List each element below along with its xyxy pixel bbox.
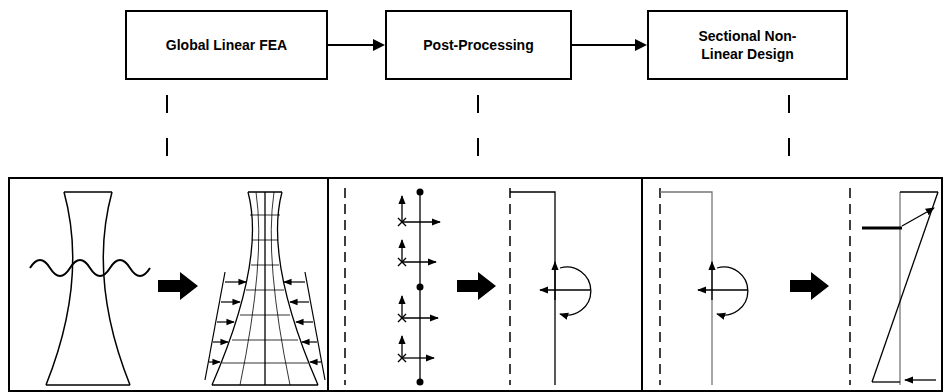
flow-arrow [572,39,647,51]
step-arrow [158,272,198,300]
element-figure [345,188,440,385]
tower-figure [30,192,150,385]
flow-arrow [328,39,385,51]
box-label: Sectional Non-Linear Design [680,27,815,63]
panels [9,178,942,391]
process-box: Global Linear FEA [125,10,328,80]
pressure-load [205,272,325,380]
meshed-tower [212,192,318,385]
process-box: Sectional Non-Linear Design [647,10,848,80]
box-label: Post-Processing [423,36,533,54]
leader-marks [167,95,789,156]
section-design [660,188,748,385]
section-forces [510,188,591,385]
box-label: Global Linear FEA [166,36,287,54]
element-nodes [417,189,424,386]
step-arrow [790,272,829,300]
process-box: Post-Processing [385,10,572,80]
step-arrow [457,272,496,300]
strain-diagram [850,188,938,385]
